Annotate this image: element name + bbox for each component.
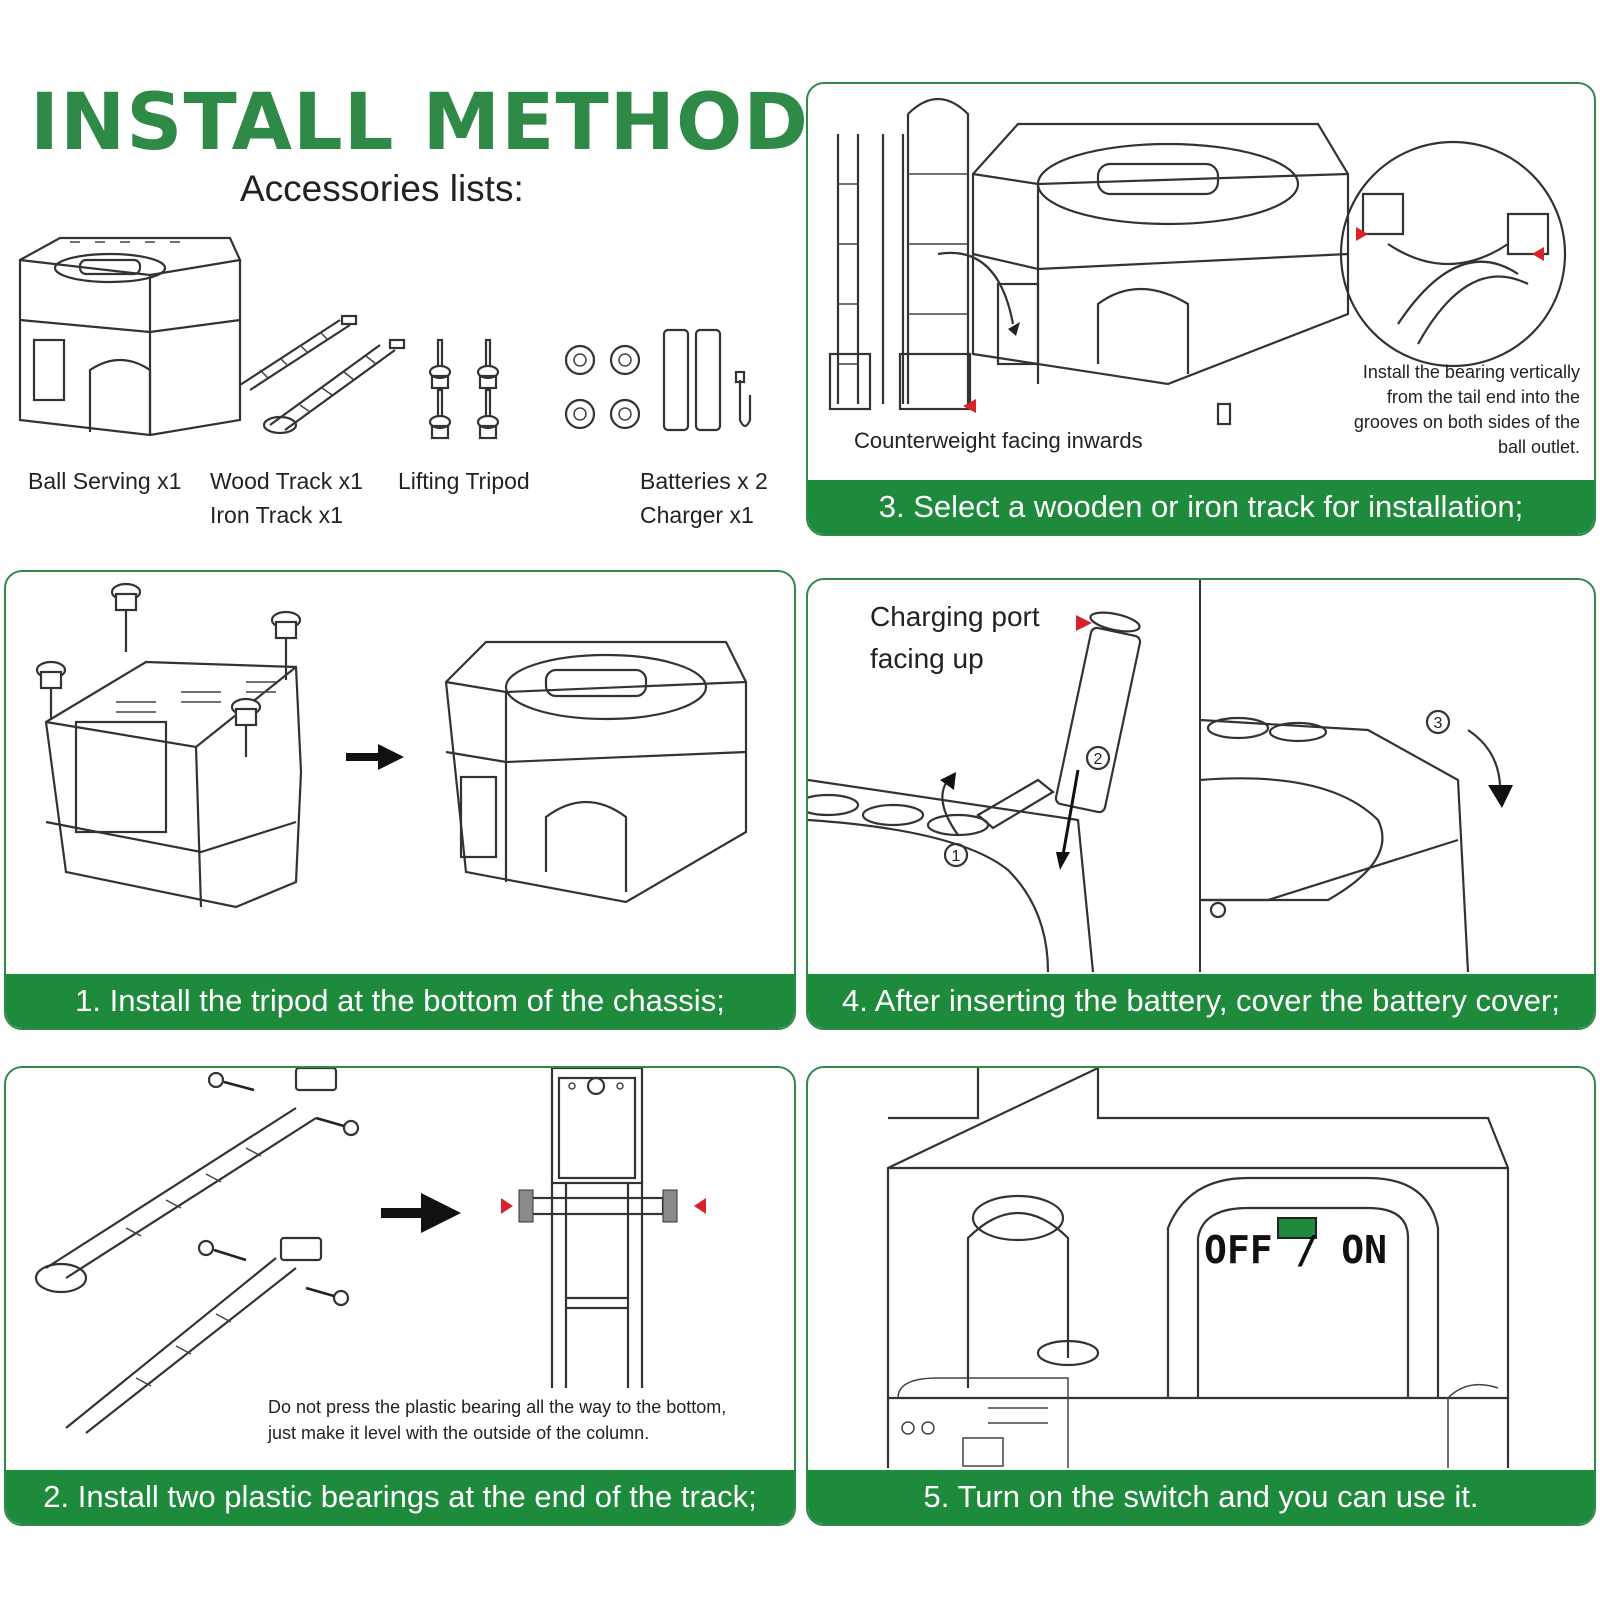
arrow-right-icon — [381, 1193, 461, 1233]
accessory-wood-track: Wood Track x1 — [210, 468, 363, 494]
step1-illustration — [35, 582, 748, 909]
chassis-bottom-icon — [44, 660, 303, 909]
step1-panel: 1. Install the tripod at the bottom of t… — [4, 570, 796, 1030]
insert-arrow-icon — [937, 251, 1015, 325]
step3-bearing-note-line1: Install the bearing vertically — [1362, 362, 1580, 382]
track-with-bearings-bottom-icon — [65, 1236, 350, 1434]
wood-track-icon — [239, 314, 358, 391]
step3-caption: 3. Select a wooden or iron track for ins… — [808, 480, 1594, 534]
step3-bearing-note-line3: grooves on both sides of the — [1353, 412, 1580, 432]
charger-icon — [734, 370, 752, 428]
step2-note: Do not press the plastic bearing all the… — [268, 1394, 726, 1446]
accessories-heading: Accessories lists: — [240, 168, 524, 209]
step1-caption: 1. Install the tripod at the bottom of t… — [6, 974, 794, 1028]
accessory-iron-track: Iron Track x1 — [210, 502, 343, 528]
iron-track-icon — [262, 338, 406, 435]
accessories-illustrations — [18, 236, 752, 440]
tripod-screw-icons — [35, 582, 302, 757]
step3-panel: Counterweight facing inwards Install the… — [806, 82, 1596, 536]
battery-compartment-left-icon — [808, 611, 1142, 973]
step2-note-line2: just make it level with the outside of t… — [268, 1423, 650, 1443]
counterweight-marker-icon — [963, 399, 976, 413]
accessory-batteries: Batteries x 2 — [640, 468, 768, 494]
batteries-icon — [662, 328, 722, 432]
step4-port-note-line1: Charging port — [870, 601, 1040, 632]
cover-arrow-icon — [1467, 729, 1502, 786]
battery-cover-right-icon — [1199, 716, 1470, 973]
step3-counterweight-note: Counterweight facing inwards — [854, 428, 1143, 453]
track-ladder-icon — [828, 98, 972, 411]
step4-marker-3: 3 — [1434, 715, 1443, 732]
magnified-detail-icon — [1339, 140, 1567, 368]
step2-panel: Do not press the plastic bearing all the… — [4, 1066, 796, 1526]
step2-caption: 2. Install two plastic bearings at the e… — [6, 1470, 794, 1524]
lift-arrow-icon — [941, 779, 959, 836]
power-switch-label: OFF / ON — [1204, 1228, 1388, 1272]
lifting-tripod-screws-icon — [428, 338, 500, 440]
step4-markers — [943, 709, 1451, 868]
bearings-icon — [564, 344, 641, 430]
accessory-charger: Charger x1 — [640, 502, 754, 528]
step4-caption: 4. After inserting the battery, cover th… — [808, 974, 1594, 1028]
arrow-right-icon — [346, 744, 404, 770]
step4-marker-2: 2 — [1094, 751, 1103, 768]
step2-illustration — [34, 1068, 706, 1434]
step4-illustration: 1 2 3 — [808, 580, 1513, 973]
step3-bearing-note: Install the bearing vertically from the … — [1354, 360, 1580, 460]
accessory-ball-serving: Ball Serving x1 — [28, 468, 182, 494]
step5-caption: 5. Turn on the switch and you can use it… — [808, 1470, 1594, 1524]
machine-top-icon — [971, 122, 1350, 426]
power-switch-icon — [1277, 1217, 1317, 1239]
machine-underside-icon — [886, 1068, 1510, 1468]
step4-panel: 1 2 3 Charging port facing up 4. After i… — [806, 578, 1596, 1030]
accessory-lifting-tripod: Lifting Tripod — [398, 468, 530, 494]
charging-port-marker-icon — [1076, 615, 1092, 631]
ball-serving-machine-icon — [18, 236, 242, 437]
machine-assembled-icon — [444, 640, 748, 904]
step5-illustration — [886, 1068, 1510, 1468]
column-end-detail-icon — [501, 1068, 706, 1388]
step4-port-note: Charging port facing up — [870, 596, 1040, 680]
step3-illustration — [828, 98, 1567, 426]
step3-bearing-note-line4: ball outlet. — [1497, 437, 1580, 457]
page-title: INSTALL METHOD — [30, 78, 809, 168]
track-with-bearings-top-icon — [34, 1068, 360, 1294]
step5-panel: OFF / ON 5. Turn on the switch and you c… — [806, 1066, 1596, 1526]
step3-bearing-note-line2: from the tail end into the — [1386, 387, 1580, 407]
step4-marker-1: 1 — [952, 848, 961, 865]
step2-note-line1: Do not press the plastic bearing all the… — [268, 1397, 727, 1417]
step4-port-note-line2: facing up — [870, 643, 984, 674]
